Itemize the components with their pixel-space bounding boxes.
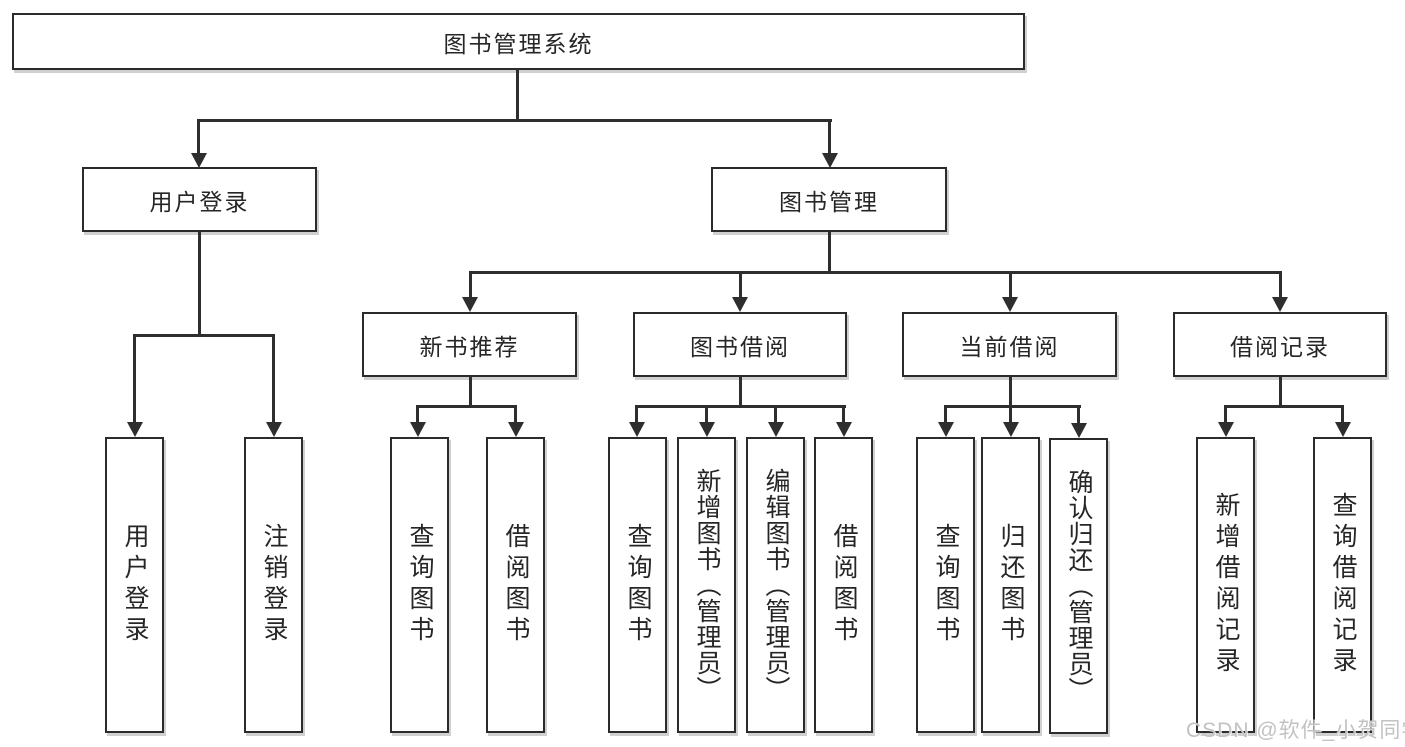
connector-drop	[739, 274, 742, 298]
leaf-query-borrow-record: 查询借阅记录	[1313, 437, 1372, 733]
connector-drop	[416, 408, 419, 423]
arrow-down-icon	[1002, 297, 1018, 312]
arrow-down-icon	[938, 422, 954, 437]
node-label: 新书推荐	[419, 333, 520, 360]
node-label: 图书管理	[779, 188, 879, 215]
connector-drop	[635, 408, 638, 423]
arrow-down-icon	[127, 422, 143, 437]
connector-drop	[272, 337, 275, 423]
leaf-label: 新增借阅记录	[1212, 492, 1240, 678]
arrow-down-icon	[1218, 422, 1234, 437]
connector-drop	[842, 408, 845, 423]
connector-drop	[1009, 274, 1012, 298]
leaf-label: 查询图书	[406, 523, 434, 647]
connector-recommend-split	[416, 405, 517, 408]
node-library-system: 图书管理系统	[12, 13, 1025, 70]
leaf-query-books-recommend: 查询图书	[390, 437, 449, 733]
connector-login-split	[133, 334, 275, 337]
arrow-down-icon	[822, 153, 838, 168]
connector-root-split	[197, 119, 832, 122]
node-label: 当前借阅	[959, 333, 1060, 360]
connector-drop	[1009, 408, 1012, 423]
connector-current-stem	[1009, 377, 1012, 408]
leaf-label: 查询图书	[932, 523, 960, 647]
leaf-user-login: 用户登录	[105, 437, 164, 733]
leaf-logout: 注销登录	[244, 437, 303, 733]
node-current-borrowing: 当前借阅	[902, 312, 1117, 377]
leaf-label: 用户登录	[121, 523, 149, 647]
node-borrowing-records: 借阅记录	[1173, 312, 1387, 377]
leaf-add-book-admin: 新增图书（管理员）	[677, 437, 736, 733]
connector-drop	[1341, 408, 1344, 423]
csdn-watermark: CSDN @软件_小贺同学	[1186, 719, 1405, 742]
node-label: 借阅记录	[1230, 333, 1330, 360]
leaf-borrow-books-recommend: 借阅图书	[486, 437, 545, 733]
leaf-return-books: 归还图书	[981, 437, 1040, 733]
connector-login-stem	[198, 232, 201, 337]
leaf-label: 编辑图书（管理员）	[762, 468, 790, 702]
arrow-down-icon	[768, 422, 784, 437]
node-label: 图书借阅	[690, 333, 790, 360]
connector-drop	[1279, 274, 1282, 298]
connector-bookmgmt-stem	[828, 232, 831, 274]
node-label: 用户登录	[149, 188, 250, 215]
node-new-book-recommendation: 新书推荐	[362, 312, 577, 377]
arrow-down-icon	[191, 153, 207, 168]
node-book-borrowing: 图书借阅	[633, 312, 847, 377]
arrow-down-icon	[836, 422, 852, 437]
node-book-management: 图书管理	[711, 167, 947, 232]
connector-drop	[1077, 408, 1080, 423]
connector-drop	[828, 122, 831, 155]
arrow-down-icon	[699, 422, 715, 437]
arrow-down-icon	[266, 422, 282, 437]
connector-recommend-stem	[469, 377, 472, 408]
arrow-down-icon	[462, 297, 478, 312]
connector-drop	[705, 408, 708, 423]
arrow-down-icon	[629, 422, 645, 437]
connector-bookmgmt-split	[469, 271, 1282, 274]
arrow-down-icon	[732, 297, 748, 312]
arrow-down-icon	[1272, 297, 1288, 312]
leaf-edit-book-admin: 编辑图书（管理员）	[746, 437, 805, 733]
arrow-down-icon	[410, 422, 426, 437]
leaf-borrow-books-borrowing: 借阅图书	[814, 437, 873, 733]
connector-borrowing-split	[635, 405, 846, 408]
leaf-label: 注销登录	[260, 523, 288, 647]
connector-borrowing-stem	[739, 377, 742, 408]
connector-drop	[774, 408, 777, 423]
node-label: 图书管理系统	[443, 30, 594, 57]
arrow-down-icon	[1335, 422, 1351, 437]
connector-drop	[514, 408, 517, 423]
connector-drop	[133, 337, 136, 423]
leaf-label: 借阅图书	[830, 523, 858, 647]
node-user-login: 用户登录	[82, 167, 317, 232]
connector-records-split	[1224, 405, 1344, 408]
arrow-down-icon	[1071, 423, 1087, 438]
leaf-query-books-current: 查询图书	[916, 437, 975, 733]
leaf-label: 归还图书	[997, 523, 1025, 647]
leaf-label: 查询借阅记录	[1329, 492, 1357, 678]
connector-root-stem	[516, 69, 519, 122]
leaf-label: 新增图书（管理员）	[693, 468, 721, 702]
arrow-down-icon	[508, 422, 524, 437]
connector-drop	[944, 408, 947, 423]
arrow-down-icon	[1003, 422, 1019, 437]
leaf-label: 查询图书	[624, 523, 652, 647]
leaf-add-borrow-record: 新增借阅记录	[1196, 437, 1255, 733]
leaf-label: 借阅图书	[502, 523, 530, 647]
connector-current-split	[944, 405, 1081, 408]
leaf-label: 确认归还（管理员）	[1065, 469, 1093, 703]
connector-drop	[197, 122, 200, 155]
connector-drop	[1224, 408, 1227, 423]
leaf-query-books-borrowing: 查询图书	[608, 437, 667, 733]
leaf-confirm-return-admin: 确认归还（管理员）	[1049, 438, 1108, 734]
connector-drop	[469, 274, 472, 298]
connector-records-stem	[1279, 377, 1282, 408]
